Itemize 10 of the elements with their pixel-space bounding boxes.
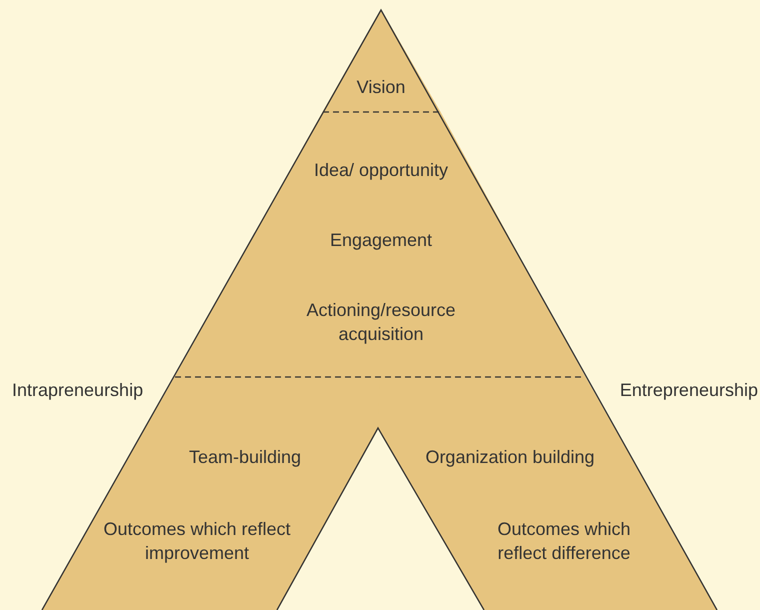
stage-label: Outcomes which reflect difference <box>496 518 632 565</box>
stage-label: Team-building <box>188 446 302 469</box>
stage-label: Organization building <box>424 446 596 469</box>
stage-label: Outcomes which reflect improvement <box>102 518 292 565</box>
stage-label: Vision <box>356 76 406 99</box>
stage-label: Actioning/resource acquisition <box>305 299 457 346</box>
stage-label: Engagement <box>328 229 434 252</box>
side-label: Entrepreneurship <box>620 379 758 402</box>
side-label: Intrapreneurship <box>12 379 144 402</box>
stage-label: Idea/ opportunity <box>312 159 450 182</box>
